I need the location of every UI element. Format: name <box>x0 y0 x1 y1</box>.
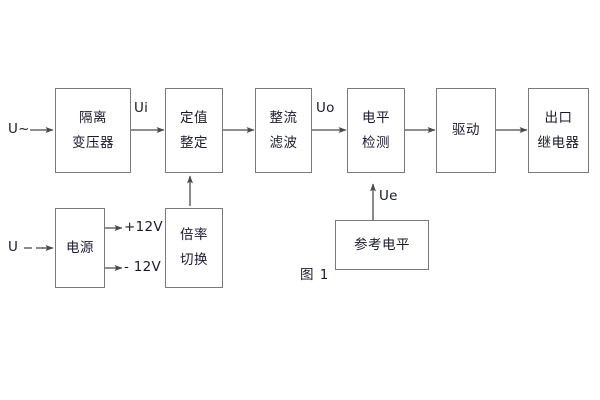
label-uo: Uo <box>316 100 335 116</box>
block-line: 电源 <box>66 239 94 256</box>
block-isolation-transformer[interactable]: 隔离 变压器 <box>55 88 131 173</box>
block-setting-value[interactable]: 定值 整定 <box>165 88 223 173</box>
label-rail-positive: +12V <box>124 219 163 235</box>
block-line: 切换 <box>180 252 208 268</box>
block-line: 驱动 <box>452 122 480 139</box>
block-multiplier-switch[interactable]: 倍率 切换 <box>165 208 223 288</box>
block-reference-level[interactable]: 参考电平 <box>335 220 429 270</box>
block-line: 继电器 <box>537 134 580 151</box>
block-line: 电平 <box>362 109 390 126</box>
block-output-relay[interactable]: 出口 继电器 <box>528 88 589 173</box>
label-ui: Ui <box>134 100 149 116</box>
block-line: 整定 <box>180 134 208 151</box>
block-level-detection[interactable]: 电平 检测 <box>347 88 405 173</box>
label-dc-input: U <box>8 239 19 255</box>
block-power-supply[interactable]: 电源 <box>55 208 105 288</box>
block-line: 检测 <box>362 134 390 151</box>
label-ac-input: U~ <box>8 121 30 137</box>
block-line: 变压器 <box>72 134 114 151</box>
figure-caption: 图 1 <box>300 267 330 283</box>
block-line: 出口 <box>544 109 573 126</box>
block-line: 滤波 <box>269 134 298 151</box>
block-line: 整流 <box>269 109 298 126</box>
block-line: 隔离 <box>79 109 107 126</box>
block-line: 参考电平 <box>354 236 410 253</box>
label-ue: Ue <box>379 188 398 204</box>
block-drive[interactable]: 驱动 <box>436 88 496 173</box>
block-rectify-filter[interactable]: 整流 滤波 <box>255 88 312 173</box>
label-rail-negative: - 12V <box>124 259 162 275</box>
block-line: 倍率 <box>180 227 208 244</box>
block-line: 定值 <box>180 109 208 126</box>
